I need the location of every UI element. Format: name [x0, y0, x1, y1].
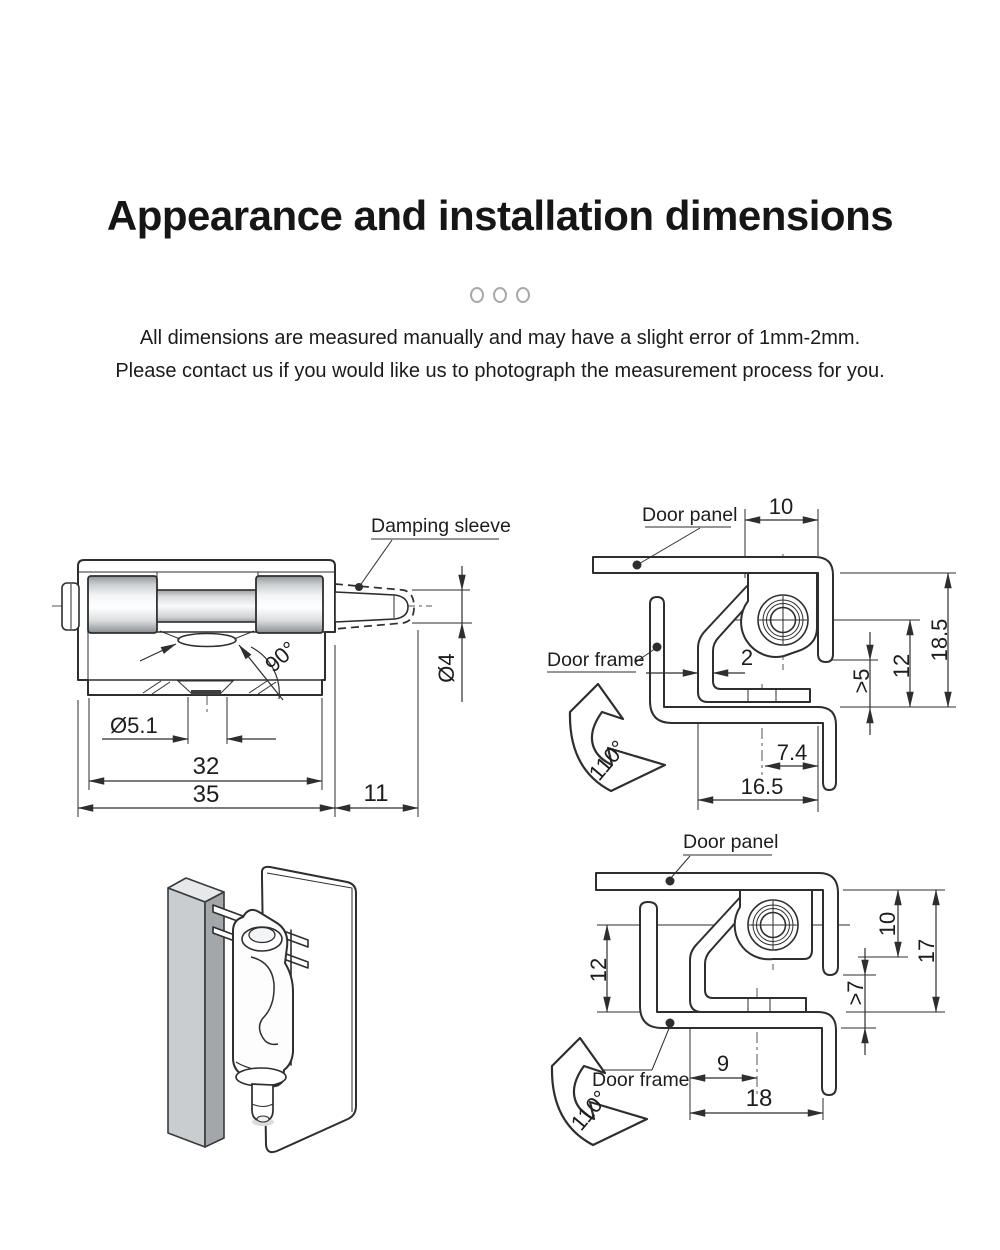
dim-9-label: 9 — [717, 1051, 729, 1076]
dim-17-label: 17 — [914, 939, 939, 963]
dim-7-4-label: 7.4 — [777, 740, 808, 765]
carousel-dot-1[interactable] — [470, 287, 484, 303]
carousel-dot-3[interactable] — [516, 287, 530, 303]
dim-gt7-label: >7 — [843, 980, 868, 1005]
door-frame-label-top: Door frame — [547, 649, 645, 671]
door-panel-label-top: Door panel — [642, 504, 737, 526]
dim-12-top-label: 12 — [889, 654, 914, 678]
damping-sleeve-label: Damping sleeve — [371, 515, 511, 537]
measurement-note-line1: All dimensions are measured manually and… — [139, 327, 861, 349]
dim-35-label: 35 — [193, 781, 220, 808]
measurement-note: All dimensions are measured manually and… — [0, 322, 1000, 388]
dim-2-label: 2 — [741, 645, 753, 670]
carousel-dot-2[interactable] — [493, 287, 507, 303]
hole-diameter-label: Ø5.1 — [110, 713, 158, 738]
dim-12-bottom-label: 12 — [586, 958, 611, 982]
dim-10-bottom-label: 10 — [875, 912, 900, 936]
hinge-3d-view — [167, 865, 357, 1154]
dim-18-label: 18 — [746, 1085, 773, 1112]
hinge-side-view: 90° Damping sleeve Ø4 — [52, 515, 511, 817]
carousel-dots — [0, 287, 1000, 303]
dim-16-5-label: 16.5 — [741, 774, 784, 799]
page-title: Appearance and installation dimensions — [106, 192, 894, 239]
measurement-note-line2: Please contact us if you would like us t… — [115, 360, 885, 382]
dim-10-top-label: 10 — [769, 494, 793, 519]
dim-11-label: 11 — [364, 780, 389, 807]
door-panel-label-bottom: Door panel — [683, 831, 778, 853]
installation-section-bottom: Door panel Door frame 12 10 17 >7 9 18 — [550, 831, 945, 1147]
technical-drawings: 90° Damping sleeve Ø4 — [52, 494, 956, 1154]
dim-18-5-label: 18.5 — [927, 619, 952, 662]
installation-section-top: Door panel Door frame 10 18.5 12 >5 2 7.… — [547, 494, 956, 812]
dim-gt5-label: >5 — [849, 668, 874, 693]
door-frame-label-bottom: Door frame — [592, 1069, 690, 1091]
dim-32-label: 32 — [193, 753, 220, 780]
pin-diameter-label: Ø4 — [434, 653, 459, 682]
